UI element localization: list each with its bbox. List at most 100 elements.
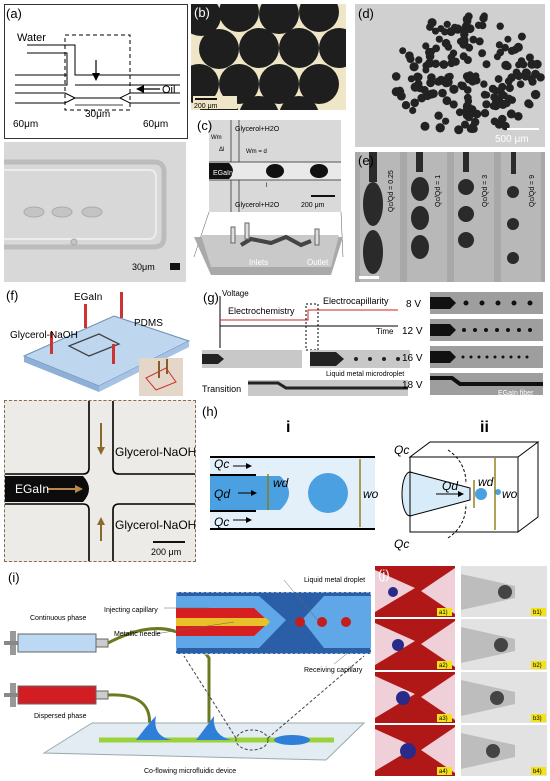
e-ratio-2: Qc/Qd = 1 bbox=[435, 175, 442, 207]
droplet-dot bbox=[474, 21, 483, 29]
panel-h-label: (h) bbox=[202, 404, 218, 419]
droplet-dot bbox=[513, 42, 523, 52]
droplet-dot bbox=[475, 37, 484, 46]
droplet-dot bbox=[409, 62, 419, 72]
width-right-label: 60μm bbox=[143, 119, 168, 130]
droplet-dot bbox=[443, 20, 451, 28]
droplet-dot bbox=[463, 86, 472, 94]
droplet-dot bbox=[465, 43, 474, 52]
droplet-dot bbox=[446, 27, 456, 37]
h-qc-top-i: Qc bbox=[214, 457, 229, 471]
f-glycerol-naoh-label: Glycerol-NaOH bbox=[10, 330, 78, 341]
droplet-dot bbox=[454, 125, 464, 135]
droplet-dot bbox=[514, 112, 523, 121]
droplet-dot bbox=[407, 75, 415, 83]
packed-droplets bbox=[191, 4, 346, 110]
e-ratio-3: Qc/Qd = 3 bbox=[482, 175, 489, 207]
droplet-dot bbox=[463, 56, 472, 64]
panel-a-schematic: Water Oil 60μm 30μm 60μm bbox=[4, 4, 188, 139]
g-voltage-label: Voltage bbox=[222, 289, 249, 298]
panel-b-label: (b) bbox=[194, 5, 210, 20]
droplet-dot bbox=[425, 52, 435, 61]
droplet-dot bbox=[517, 57, 526, 65]
panel-e-flow-ratio: Qc/Qd = 0.25 Qc/Qd = 1 Qc/Qd = 3 Qc/Qd =… bbox=[355, 152, 545, 282]
droplet-dot bbox=[492, 87, 500, 95]
f-zoom-bottom-label: Glycerol-NaOH bbox=[115, 518, 195, 532]
panel-f-label: (f) bbox=[6, 288, 19, 303]
c-period-label: l bbox=[266, 183, 267, 189]
a-scale-label: 30μm bbox=[132, 262, 155, 272]
g-electrochem-label: Electrochemistry bbox=[228, 306, 295, 316]
droplet-dot bbox=[466, 124, 476, 133]
droplet-dot bbox=[507, 96, 515, 104]
droplet-dot bbox=[438, 88, 447, 98]
droplet-dot bbox=[434, 77, 443, 86]
h-i-label: i bbox=[286, 419, 290, 436]
j-capillary bbox=[375, 729, 415, 771]
g-transition-label: Transition bbox=[202, 384, 241, 394]
j-droplet bbox=[498, 585, 512, 599]
droplet-dot bbox=[480, 109, 490, 118]
droplet-dot bbox=[472, 72, 480, 80]
c-delta-l-label: Δl bbox=[219, 147, 224, 153]
droplet-dot bbox=[501, 60, 511, 70]
j-capillary bbox=[421, 621, 455, 667]
panel-j-label: (j) bbox=[378, 567, 390, 582]
f-egain-label: EGaIn bbox=[74, 292, 102, 303]
j-capillary bbox=[461, 627, 515, 663]
panel-a-label: (a) bbox=[6, 6, 22, 21]
i-receiving-label: Receiving capillary bbox=[304, 667, 363, 674]
droplet-dot bbox=[530, 89, 541, 100]
droplet-dot bbox=[506, 109, 516, 119]
droplet-dot bbox=[449, 49, 458, 57]
j-capillary bbox=[421, 674, 455, 720]
j-tag-left: a1) bbox=[439, 610, 448, 616]
panel-a-micrograph: 30μm bbox=[4, 142, 186, 282]
g-fiber-label: EGaIn fiber bbox=[498, 390, 534, 397]
droplet-dot bbox=[490, 117, 499, 126]
droplet-dot bbox=[457, 81, 465, 89]
droplet-dot bbox=[466, 71, 474, 80]
i-capillary-zoom bbox=[175, 591, 372, 655]
g-voltage-3: 16 V bbox=[402, 353, 423, 364]
g-droplet-label: Liquid metal microdroplet bbox=[326, 371, 404, 378]
droplet-dot bbox=[478, 49, 487, 57]
droplet-dot bbox=[526, 100, 534, 109]
panel-f-device: Glycerol-NaOH EGaIn PDMS bbox=[4, 286, 194, 398]
j-droplet bbox=[388, 587, 398, 597]
g-voltage-4: 18 V bbox=[402, 380, 423, 391]
droplet-dot bbox=[482, 100, 491, 109]
h-qd-ii: Qd bbox=[442, 479, 458, 493]
j-tag-left: a2) bbox=[439, 663, 448, 669]
droplet-dot bbox=[464, 97, 473, 106]
droplet-dot bbox=[528, 77, 537, 86]
droplet-dot bbox=[432, 44, 440, 53]
droplet-dot bbox=[482, 60, 491, 69]
j-droplet bbox=[490, 691, 504, 705]
j-capillary bbox=[421, 568, 455, 614]
h-wo-ii: wo bbox=[502, 487, 518, 501]
i-lm-droplet-label: Liquid metal droplet bbox=[304, 577, 365, 584]
droplet-dot bbox=[469, 35, 478, 44]
droplet-dot bbox=[495, 41, 503, 49]
panel-h-schematic: i ii Qc Qd Qc wd wo bbox=[198, 402, 545, 557]
j-tag-left: a3) bbox=[439, 716, 448, 722]
h-wd-i: wd bbox=[273, 476, 289, 490]
droplet-dot bbox=[427, 18, 437, 28]
droplet-dot bbox=[462, 14, 472, 24]
panel-d-droplet-dispersion: 500 μm bbox=[355, 4, 545, 147]
droplet-dot bbox=[422, 42, 430, 50]
j-capillary bbox=[461, 680, 515, 716]
droplet-dot bbox=[455, 108, 464, 117]
g-time-label: Time bbox=[376, 327, 394, 336]
e-ratio-1: Qc/Qd = 0.25 bbox=[388, 170, 395, 212]
droplet-dot bbox=[496, 48, 505, 57]
droplet-dot bbox=[426, 78, 435, 88]
droplet-dot bbox=[462, 106, 472, 116]
scattered-droplets: 500 μm bbox=[355, 4, 545, 147]
panel-g-label: (g) bbox=[203, 290, 219, 305]
h-wd-ii: wd bbox=[478, 475, 494, 489]
j-droplet bbox=[486, 744, 500, 758]
droplet-dot bbox=[420, 121, 430, 131]
